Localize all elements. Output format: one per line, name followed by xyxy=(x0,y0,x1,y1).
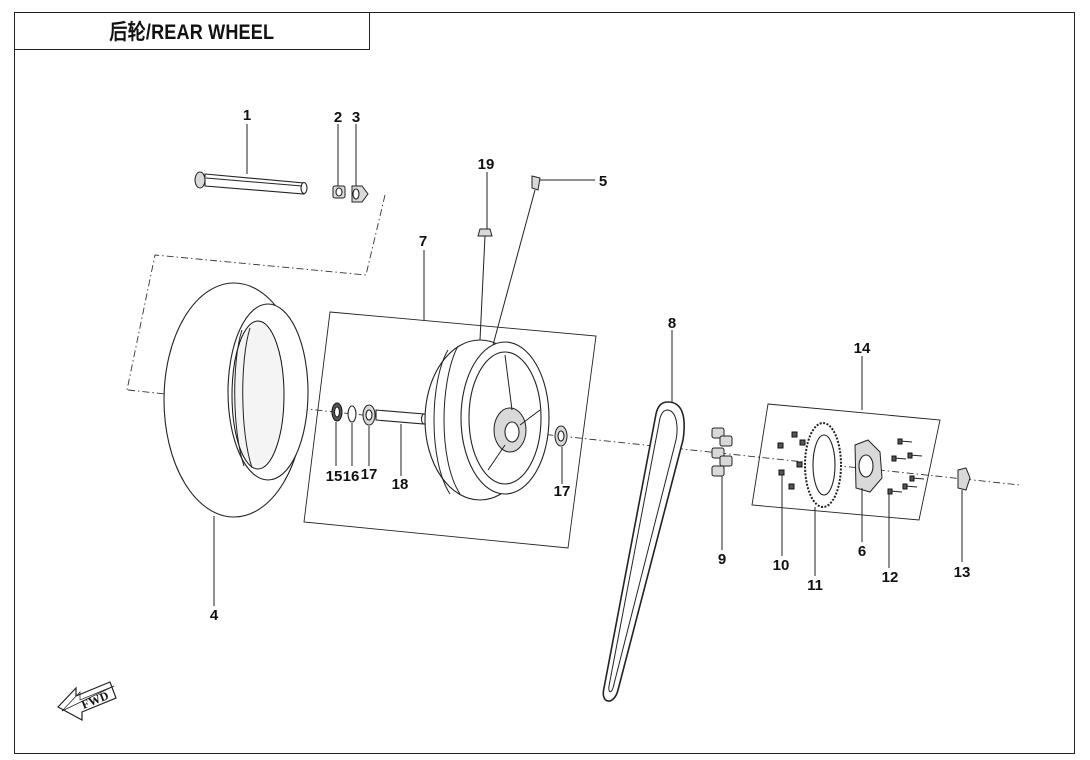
oil-seal-15 xyxy=(331,402,343,422)
sprocket-group-box xyxy=(751,403,941,521)
fwd-arrow-icon: FWD xyxy=(57,681,117,722)
rear-sprocket xyxy=(804,422,842,508)
callout-16: 16 xyxy=(343,468,360,485)
callout-19: 19 xyxy=(478,156,495,173)
leader-lines xyxy=(213,124,963,606)
callout-7: 7 xyxy=(419,233,427,250)
sprocket-nuts xyxy=(777,431,806,490)
sprocket-bolts xyxy=(887,438,925,495)
callout-10: 10 xyxy=(773,557,790,574)
fwd-label: FWD xyxy=(79,688,111,712)
rear-rim xyxy=(424,339,550,501)
callout-14: 14 xyxy=(854,340,871,357)
callout-9: 9 xyxy=(718,551,726,568)
bearing-17-right xyxy=(554,425,568,447)
title-box: 后轮/REAR WHEEL xyxy=(14,12,370,50)
callout-2: 2 xyxy=(334,109,342,126)
drive-chain xyxy=(602,401,685,702)
hub-spacer-tube xyxy=(375,409,428,425)
page-title: 后轮/REAR WHEEL xyxy=(109,21,275,44)
callout-6: 6 xyxy=(858,543,866,560)
hub-damper xyxy=(711,427,733,477)
axle-end-nut xyxy=(957,467,971,491)
callout-11: 11 xyxy=(807,577,823,594)
callout-4: 4 xyxy=(210,607,219,624)
callout-5: 5 xyxy=(599,173,607,190)
diagram-frame xyxy=(14,12,1075,754)
callout-1: 1 xyxy=(243,107,251,124)
axle-cap-nut xyxy=(351,185,369,203)
callout-12: 12 xyxy=(882,569,899,586)
bearing-17-left xyxy=(362,404,376,426)
rear-tire xyxy=(163,282,309,518)
callout-13: 13 xyxy=(954,564,971,581)
callout-17-right: 17 xyxy=(554,483,571,500)
callout-15: 15 xyxy=(326,468,343,485)
wheel-group-box xyxy=(303,311,597,549)
valve-stem xyxy=(477,228,493,341)
valve-cap xyxy=(492,175,541,346)
callout-8: 8 xyxy=(668,315,676,332)
axle-shaft xyxy=(194,171,308,195)
spacer-ring-16 xyxy=(347,405,357,423)
axle-group-outline xyxy=(126,194,386,391)
callout-18: 18 xyxy=(392,476,409,493)
axle-nut xyxy=(332,185,346,199)
callout-17-left: 17 xyxy=(361,466,378,483)
sprocket-carrier xyxy=(854,439,883,493)
callout-3: 3 xyxy=(352,109,360,126)
